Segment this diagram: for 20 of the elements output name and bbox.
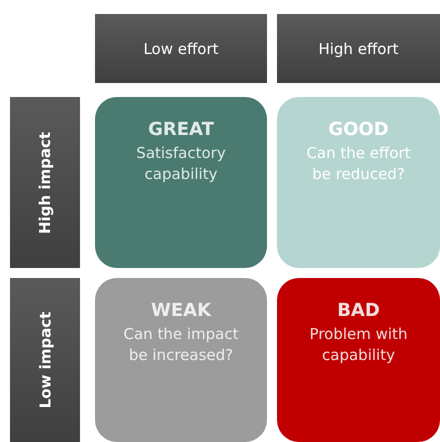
cell-text: Problem with capability — [308, 324, 408, 366]
cell-title: BAD — [337, 300, 380, 322]
cell-title: GOOD — [328, 119, 389, 141]
cell-text: Satisfactory capability — [135, 143, 227, 185]
cell-title: WEAK — [150, 300, 212, 322]
header-label: High effort — [318, 40, 399, 58]
matrix-cell — [277, 278, 440, 442]
header-label: High impact — [36, 131, 54, 234]
column-header — [95, 14, 267, 83]
cell-text: Can the effort be reduced? — [305, 143, 412, 185]
row-header — [10, 278, 80, 442]
matrix-cell — [95, 278, 267, 442]
cell-title: GREAT — [148, 119, 214, 141]
column-header — [277, 14, 440, 83]
matrix-cell — [95, 97, 267, 268]
header-label: Low impact — [36, 312, 54, 408]
header-label: Low effort — [143, 40, 219, 58]
matrix-cell — [277, 97, 440, 268]
row-header — [10, 97, 80, 268]
cell-text: Can the impact be increased? — [122, 324, 240, 366]
